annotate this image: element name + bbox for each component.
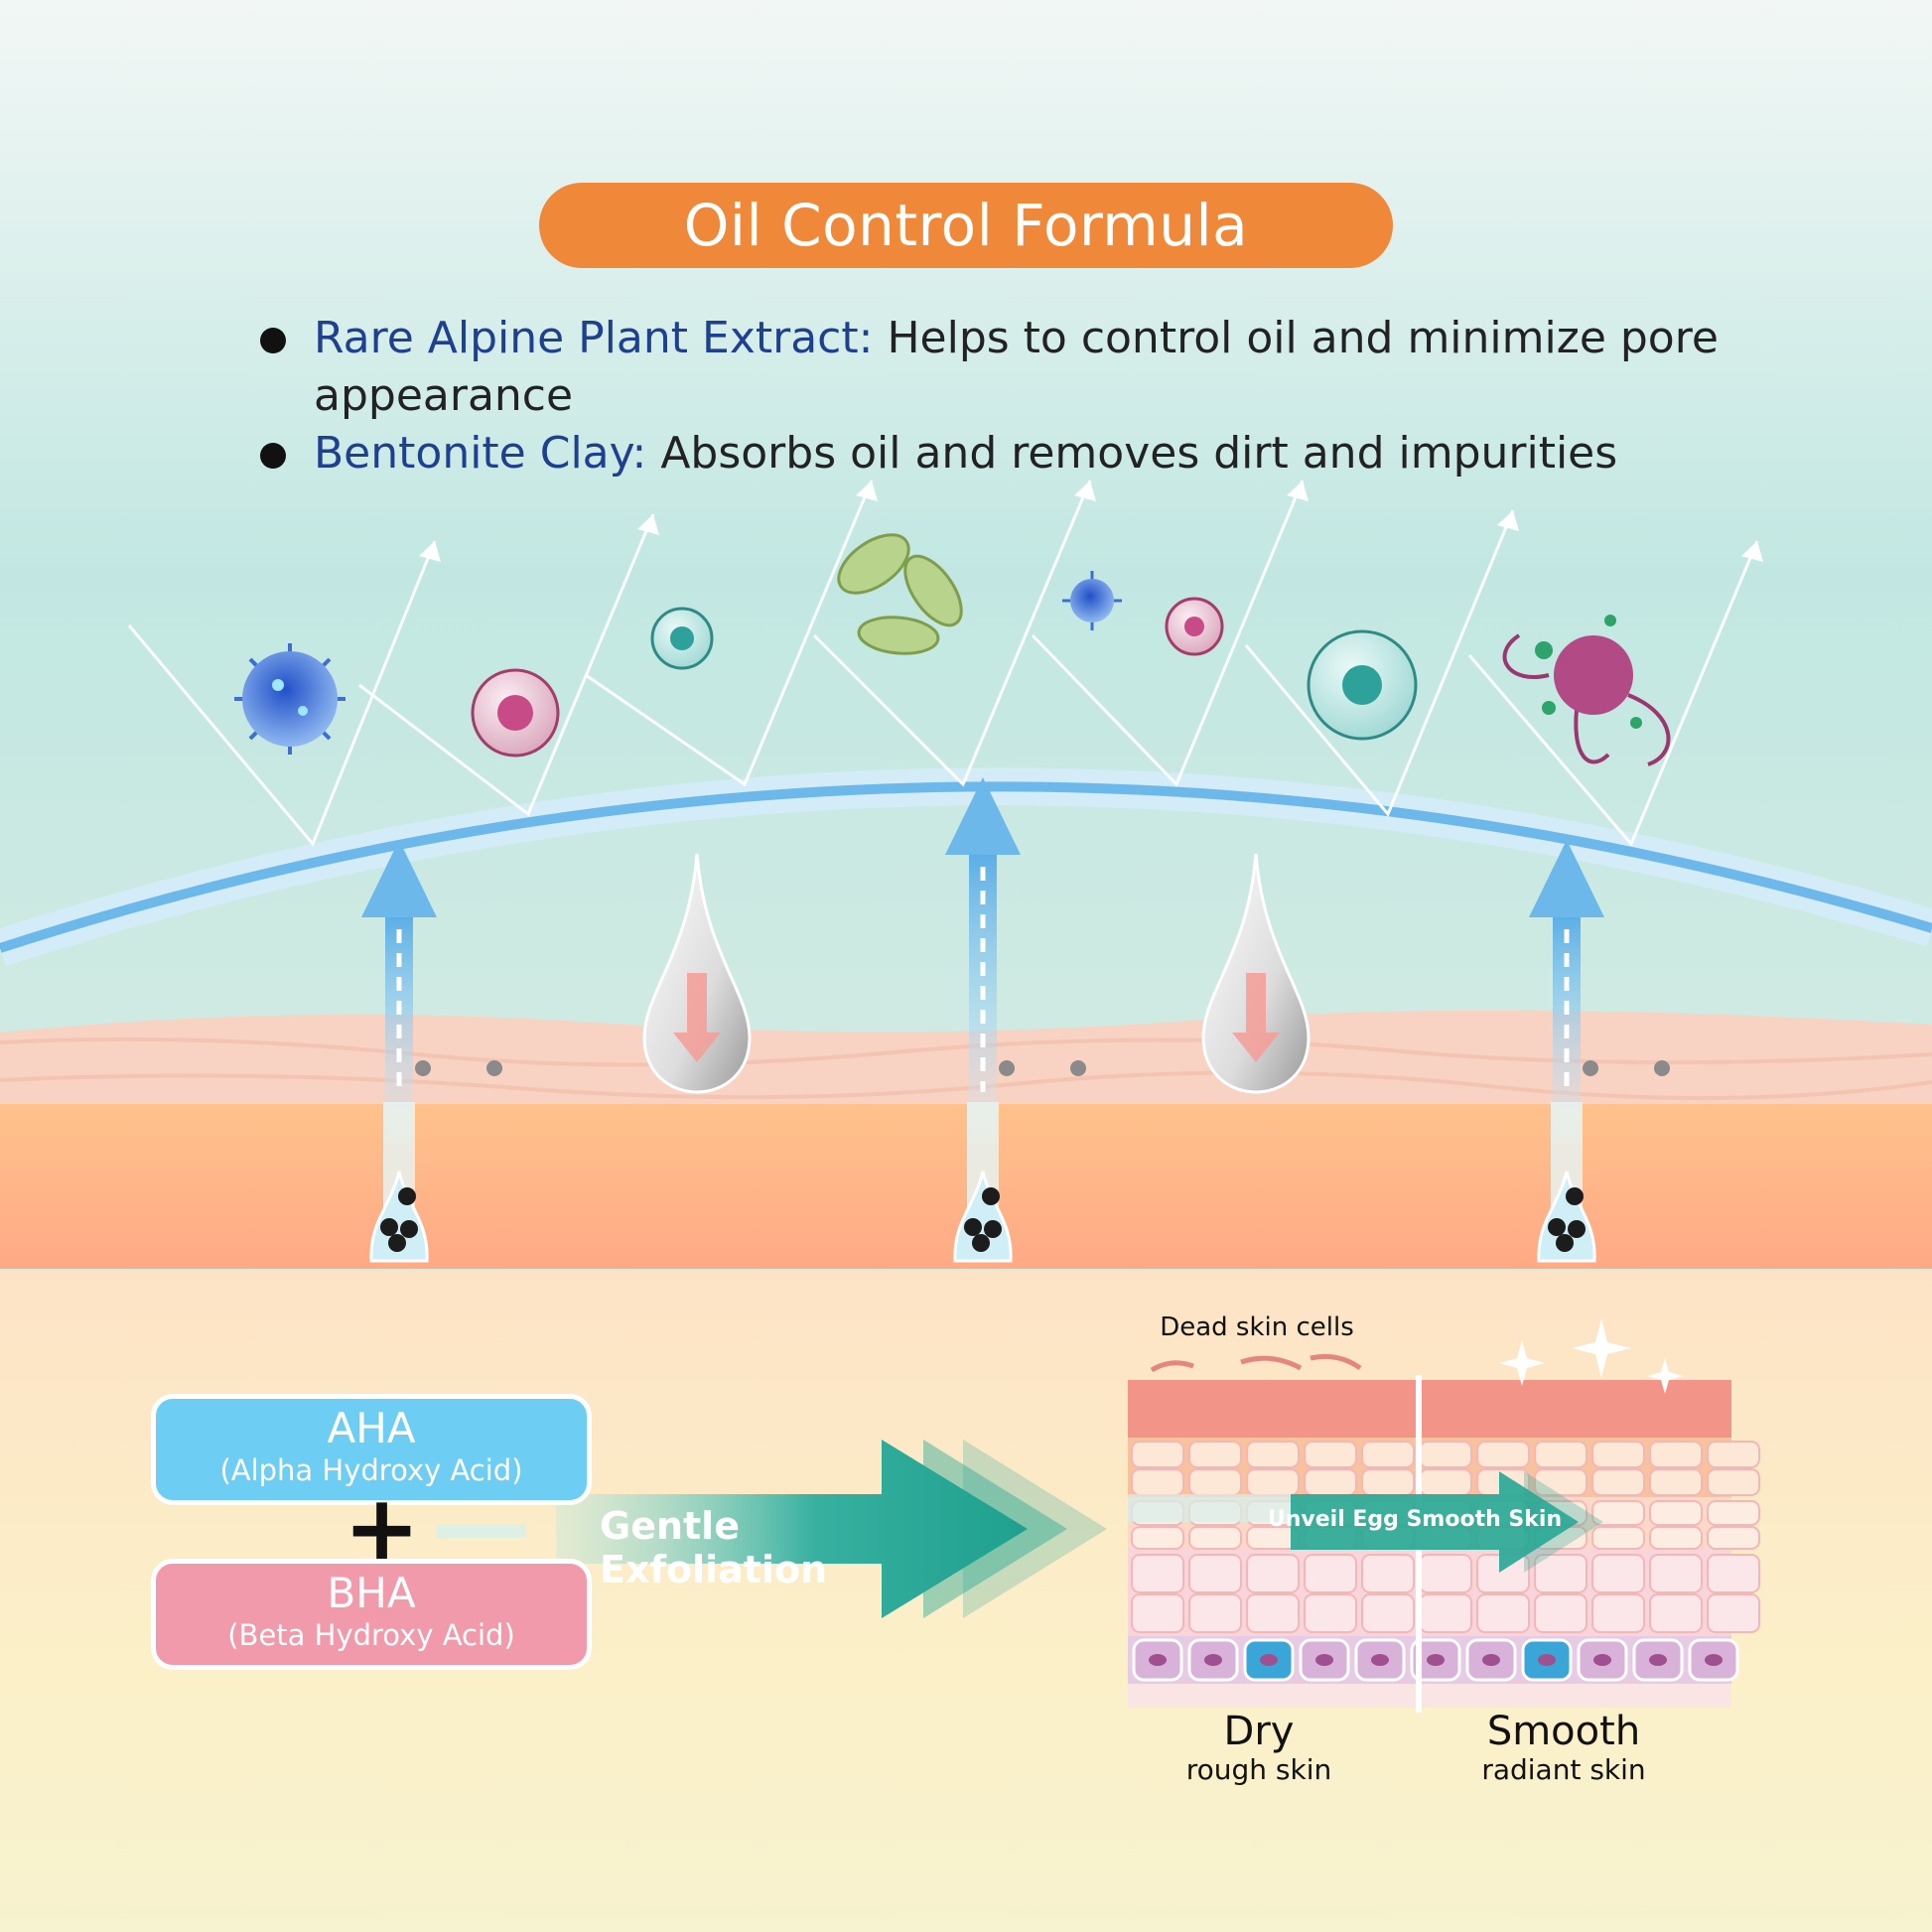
- smooth-skin-arrow-label: Unveil Egg Smooth Skin: [1267, 1507, 1563, 1532]
- list-item: Rare Alpine Plant Extract: Helps to cont…: [256, 310, 1745, 425]
- bha-subtitle: (Beta Hydroxy Acid): [227, 1618, 515, 1652]
- microbe-icon: [1502, 615, 1671, 766]
- before-title: Dry: [1223, 1709, 1295, 1754]
- exfoliation-arrow: [437, 1440, 1107, 1618]
- bacteria-icon: [837, 533, 963, 655]
- ingredient-list: Rare Alpine Plant Extract: Helps to cont…: [256, 310, 1745, 483]
- ingredient-name: Bentonite Clay:: [314, 428, 647, 479]
- water-drop-icon: [1201, 853, 1311, 1094]
- before-subtitle: rough skin: [1185, 1753, 1332, 1786]
- after-title: Smooth: [1486, 1709, 1641, 1754]
- pore-icon: [945, 777, 1086, 1263]
- pore-icon: [361, 840, 502, 1263]
- exfoliation-label: Gentle Exfoliation: [600, 1504, 828, 1591]
- bullet-icon: [260, 328, 286, 353]
- list-item: Bentonite Clay: Absorbs oil and removes …: [256, 425, 1745, 483]
- bha-title: BHA: [327, 1569, 416, 1617]
- water-drop-icon: [642, 853, 752, 1094]
- microbe-icon: [1307, 629, 1418, 741]
- virus-icon: [1062, 571, 1122, 630]
- ingredient-description: Absorbs oil and removes dirt and impurit…: [660, 428, 1618, 479]
- dead-skin-cells-label: Dead skin cells: [1160, 1312, 1354, 1342]
- sparkle-icon: [1499, 1318, 1683, 1394]
- bullet-icon: [260, 443, 286, 469]
- after-subtitle: radiant skin: [1481, 1753, 1646, 1786]
- ingredient-description: Helps to control oil and minimize pore a…: [314, 313, 1719, 421]
- aha-title: AHA: [327, 1404, 416, 1452]
- microbe-icon: [471, 668, 560, 758]
- pore-icon: [1529, 840, 1670, 1263]
- virus-icon: [234, 643, 345, 755]
- bha-box: BHA (Beta Hydroxy Acid): [151, 1559, 592, 1670]
- aha-subtitle: (Alpha Hydroxy Acid): [219, 1453, 523, 1487]
- plus-icon: +: [344, 1475, 421, 1582]
- microbe-icon: [650, 607, 714, 670]
- page-title: Oil Control Formula: [539, 183, 1393, 268]
- ingredient-name: Rare Alpine Plant Extract:: [314, 313, 874, 363]
- skin-cross-section: [1128, 1353, 1760, 1713]
- aha-box: AHA (Alpha Hydroxy Acid): [151, 1394, 592, 1505]
- microbe-icon: [1165, 597, 1224, 656]
